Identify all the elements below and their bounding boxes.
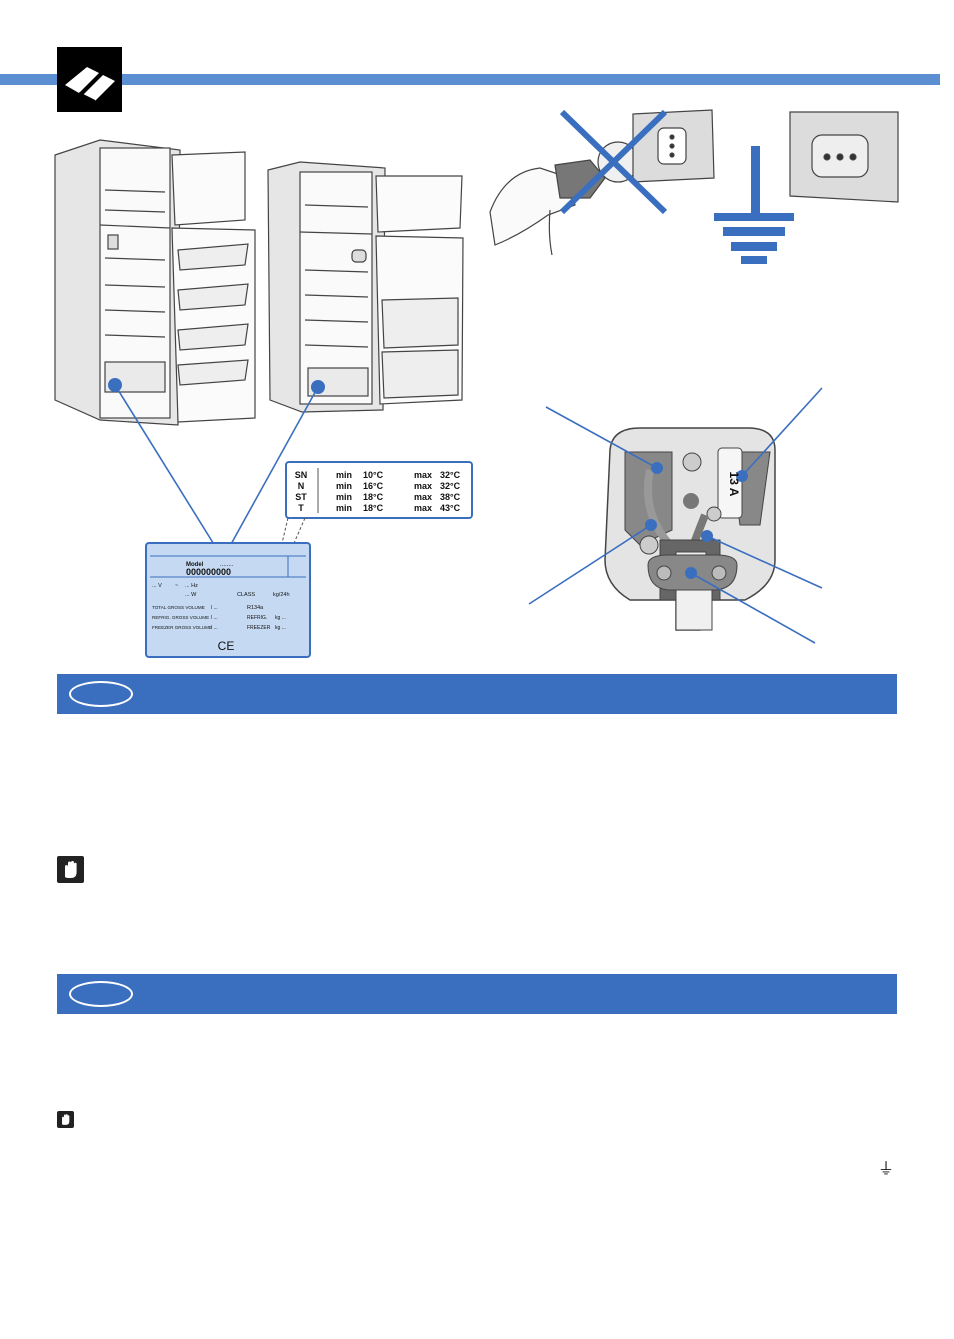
- climate-class-sn: SN: [295, 470, 308, 480]
- cross-line-2: [559, 109, 668, 215]
- earth-ground-icon: [714, 146, 794, 264]
- plate-total-gross: TOTAL GROSS VOLUME: [152, 605, 205, 610]
- climate-max-label-st: max: [414, 492, 432, 502]
- climate-max-label-t: max: [414, 503, 432, 513]
- plate-refrig: REFRIG.: [247, 615, 267, 621]
- climate-class-box: [285, 461, 473, 519]
- climate-min-label-st: min: [336, 492, 352, 502]
- header-rule: [0, 74, 940, 85]
- climate-min-label-n: min: [336, 481, 352, 491]
- climate-min-sn: 10°C: [363, 470, 384, 480]
- climate-min-st: 18°C: [363, 492, 384, 502]
- climate-min-n: 16°C: [363, 481, 384, 491]
- climate-class-t: T: [298, 503, 304, 513]
- plate-model-dots: ........: [220, 562, 234, 568]
- climate-min-t: 18°C: [363, 503, 384, 513]
- plate-model-number: 000000000: [186, 567, 231, 577]
- climate-min-label-t: min: [336, 503, 352, 513]
- plate-model-label: Model: [186, 562, 204, 568]
- plate-watt: ... W: [185, 592, 197, 598]
- climate-max-st: 38°C: [440, 492, 461, 502]
- climate-min-label-sn: min: [336, 470, 352, 480]
- climate-class-st: ST: [295, 492, 307, 502]
- climate-max-n: 32°C: [440, 481, 461, 491]
- language-badge-oval: [69, 981, 133, 1007]
- fridge-right-illustration: [267, 161, 464, 413]
- fridge-left-illustration: [54, 139, 256, 426]
- plate-kg1: kg ...: [275, 615, 286, 621]
- plug-socket-illustration: [489, 109, 899, 256]
- plate-kgh: kg/24h: [273, 592, 290, 598]
- plate-freezer: FREEZER: [247, 625, 271, 631]
- manual-book-icon: [57, 47, 122, 112]
- plate-freezer-gross: FREEZER GROSS VOLUME: [152, 625, 212, 630]
- plate-refrig-gross: REFRIG. GROSS VOLUME: [152, 615, 209, 620]
- plate-kg2: kg ...: [275, 625, 286, 631]
- plate-l1: l ...: [211, 605, 218, 611]
- plate-l3: l ...: [211, 625, 218, 631]
- plate-l2: l ...: [211, 615, 218, 621]
- plate-class-label: CLASS: [237, 592, 255, 598]
- plate-hz: ... Hz: [185, 583, 198, 589]
- section-header-2: [57, 974, 897, 1014]
- warning-hand-icon: [57, 856, 84, 883]
- earth-symbol-glyph: ⏚: [878, 1159, 895, 1178]
- rating-plate: [145, 542, 311, 658]
- plate-voltage: ... V: [152, 583, 162, 589]
- fuse-rating-label: 13 A: [727, 472, 741, 497]
- climate-class-n: N: [298, 481, 305, 491]
- climate-max-label-n: max: [414, 481, 432, 491]
- warning-hand-icon: [57, 1111, 74, 1128]
- uk-plug-wiring-diagram: [604, 427, 776, 631]
- section-header-1: [57, 674, 897, 714]
- plate-ce-mark: CE: [218, 639, 235, 653]
- language-badge-oval: [69, 681, 133, 707]
- climate-max-t: 43°C: [440, 503, 461, 513]
- climate-max-label-sn: max: [414, 470, 432, 480]
- plate-tilde: ~: [175, 583, 178, 589]
- plate-r134a: R134a: [247, 605, 264, 611]
- illustration-panel: 13 A SN min 10°C max 32°C N min 16°C max…: [54, 109, 899, 658]
- climate-max-sn: 32°C: [440, 470, 461, 480]
